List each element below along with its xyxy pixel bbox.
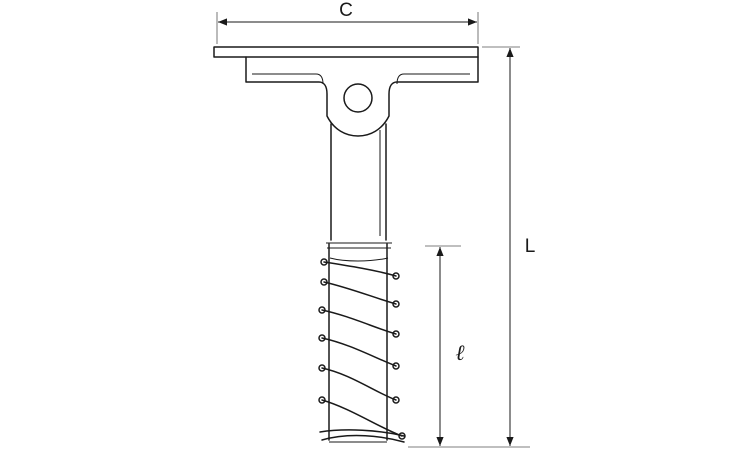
coil-end-2: [392, 300, 400, 308]
thread-start-ring: [326, 242, 392, 249]
coil-end-3: [392, 330, 400, 338]
c-label: C: [339, 0, 353, 21]
wing-bend-left: [252, 73, 324, 85]
thread-crest-1: [329, 257, 389, 262]
spring-coil: [318, 258, 406, 440]
coil-end-1: [392, 272, 400, 280]
coil-end-5: [392, 396, 400, 404]
coil-left-2: [320, 278, 328, 286]
coil-left-6: [318, 396, 326, 404]
spring-bottom-loop: [319, 429, 405, 443]
wing-plate-profile: [245, 56, 479, 137]
coil-turn-5: [321, 367, 397, 401]
dimension-c: C: [216, 0, 479, 44]
coil-left-5: [318, 364, 326, 372]
dimension-l: ℓ: [425, 245, 465, 446]
pivot-hole: [343, 83, 373, 113]
threaded-section: [318, 242, 406, 443]
wing-bend-right: [396, 73, 470, 85]
dimension-L: L: [408, 46, 536, 448]
coil-left-3: [318, 306, 326, 314]
coil-end-6: [398, 432, 406, 440]
coil-turn-6: [321, 399, 403, 437]
bolt-shank: [330, 123, 387, 241]
wing-plate-top: [213, 46, 479, 58]
l-label: ℓ: [455, 340, 465, 365]
coil-turn-3: [321, 309, 397, 335]
L-label: L: [525, 236, 536, 257]
coil-left-4: [318, 334, 326, 342]
toggle-wing-head: [213, 46, 479, 137]
coil-turn-2: [323, 281, 397, 305]
coil-left-1: [320, 258, 328, 266]
coil-end-4: [392, 362, 400, 370]
coil-turn-1: [323, 261, 397, 277]
coil-turn-4: [321, 337, 397, 367]
